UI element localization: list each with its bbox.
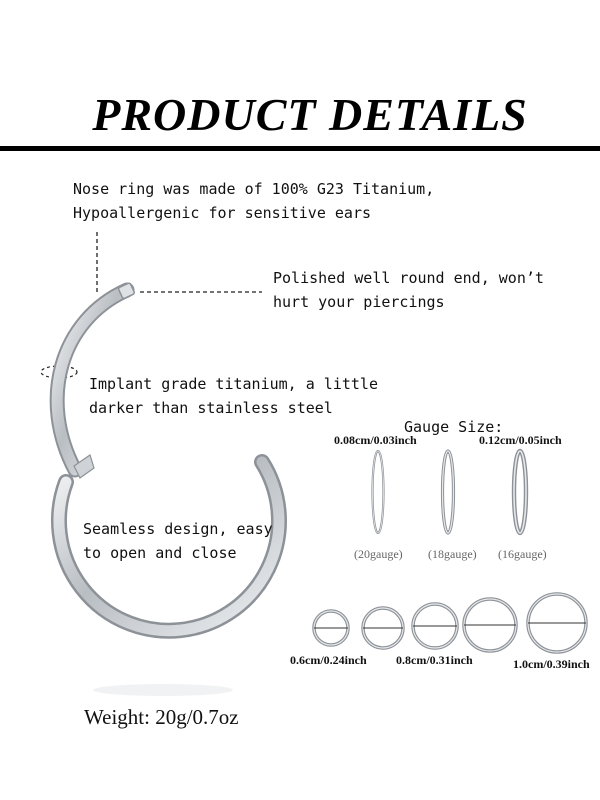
diameter-label-medium: 0.8cm/0.31inch (396, 653, 473, 667)
weight-text: Weight: 20g/0.7oz (84, 705, 239, 729)
end-note-line-1: Polished well round end, won’t (273, 269, 544, 287)
diameter-ring-2 (361, 606, 405, 650)
diameter-ring-5 (526, 592, 588, 654)
page-title: PRODUCT DETAILS (92, 89, 528, 140)
diameter-ring-1 (312, 609, 350, 647)
design-note-line-1: Seamless design, easy (83, 520, 273, 538)
gauge-label-16: (16gauge) (498, 547, 547, 561)
gauge-left-dimension: 0.08cm/0.03inch (334, 433, 417, 447)
design-note-line-2: to open and close (83, 544, 237, 562)
material-note-line-2: Hypoallergenic for sensitive ears (73, 204, 372, 222)
end-note-line-2: hurt your piercings (273, 293, 445, 311)
gauge-ring-16 (511, 448, 529, 536)
gauge-heading: Gauge Size: (404, 418, 504, 436)
grade-note-line-1: Implant grade titanium, a little (89, 375, 378, 393)
diameter-label-small: 0.6cm/0.24inch (290, 653, 367, 667)
grade-note: Implant grade titanium, a little darker … (89, 372, 378, 420)
end-note: Polished well round end, won’t hurt your… (273, 266, 544, 314)
gauge-ring-18 (440, 449, 456, 535)
diameter-label-large: 1.0cm/0.39inch (513, 657, 590, 671)
diameter-ring-3 (411, 602, 459, 650)
gauge-right-dimension: 0.12cm/0.05inch (479, 433, 562, 447)
gauge-ring-20 (371, 449, 385, 535)
design-note: Seamless design, easy to open and close (83, 517, 273, 565)
gauge-label-20: (20gauge) (354, 547, 403, 561)
gauge-label-18: (18gauge) (428, 547, 477, 561)
diameter-ring-4 (462, 597, 518, 653)
grade-note-line-2: darker than stainless steel (89, 399, 333, 417)
material-note: Nose ring was made of 100% G23 Titanium,… (73, 177, 434, 225)
segment-ring-image (49, 282, 287, 696)
material-note-line-1: Nose ring was made of 100% G23 Titanium, (73, 180, 435, 198)
title-divider (0, 146, 600, 151)
